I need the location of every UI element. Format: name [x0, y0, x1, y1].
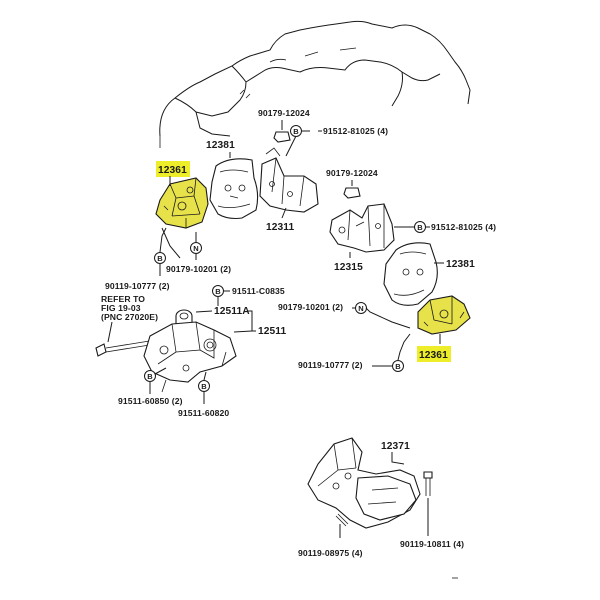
badge-n-90179-10201-a: N — [190, 242, 202, 254]
label-91511-c0835: 91511-C0835 — [232, 286, 285, 296]
label-91512-81025-b: 91512-81025 (4) — [431, 222, 496, 232]
mount-bracket-12381-right — [383, 242, 438, 306]
bracket-12311 — [259, 147, 319, 213]
label-90179-10201-a: 90179-10201 (2) — [166, 264, 231, 274]
label-refer-to-3: (PNC 27020E) — [101, 312, 158, 322]
label-91511-60820: 91511-60820 — [178, 408, 229, 418]
engine-mount-insulator-right — [417, 295, 471, 335]
bolt-90119-10811 — [423, 471, 433, 496]
label-12381-top: 12381 — [206, 140, 235, 151]
label-90119-10777-b: 90119-10777 (2) — [298, 360, 363, 370]
label-12511a: 12511A — [214, 306, 250, 317]
mount-bracket-12381-top — [209, 158, 259, 220]
badge-b-91511-60820: B — [198, 380, 210, 392]
nut-90179-12024-b — [343, 187, 361, 199]
label-refer-to-1: REFER TO — [101, 294, 145, 304]
label-90179-12024-b: 90179-12024 — [326, 168, 378, 178]
badge-b-91511-c0835: B — [212, 285, 224, 297]
badge-b-91511-60850: B — [144, 370, 156, 382]
svg-text:N: N — [193, 244, 198, 253]
svg-text:B: B — [215, 287, 221, 296]
label-90119-08975: 90119-08975 (4) — [298, 548, 363, 558]
label-12361-right: 12361 — [419, 350, 448, 361]
label-90179-10201-b: 90179-10201 (2) — [278, 302, 343, 312]
badge-b-91512-81025-a: B — [290, 125, 302, 137]
label-12311: 12311 — [266, 222, 295, 233]
leader-91512-81025-a — [285, 130, 310, 157]
svg-text:B: B — [395, 362, 401, 371]
engine-mount-insulator-left — [155, 177, 209, 229]
label-90119-10811: 90119-10811 (4) — [400, 539, 464, 549]
label-12361-left: 12361 — [158, 165, 187, 176]
highlight-12361-right-label — [417, 346, 451, 362]
label-91511-60850: 91511-60850 (2) — [118, 396, 183, 406]
svg-text:B: B — [201, 382, 207, 391]
highlight-12361-left-label — [156, 161, 190, 177]
label-90179-12024-a: 90179-12024 — [258, 108, 310, 118]
bolt-90119-08975 — [335, 513, 349, 527]
engine-mount-bracket-12511 — [143, 321, 237, 393]
svg-text:B: B — [147, 372, 153, 381]
badge-b-91512-81025-b: B — [414, 221, 426, 233]
label-12511: 12511 — [258, 326, 287, 337]
svg-text:B: B — [293, 127, 299, 136]
svg-text:B: B — [417, 223, 423, 232]
badge-n-90179-10201-b: N — [355, 302, 367, 314]
bracket-12315 — [329, 203, 395, 253]
label-12371: 12371 — [381, 441, 410, 452]
label-refer-to-2: FIG 19-03 — [101, 303, 141, 313]
label-91512-81025-a: 91512-81025 (4) — [323, 126, 388, 136]
svg-text:B: B — [157, 254, 163, 263]
label-90119-10777-a: 90119-10777 (2) — [105, 281, 170, 291]
label-12315: 12315 — [334, 262, 363, 273]
mount-assembly-12371 — [307, 437, 421, 529]
badge-b-90119-10777-a: B — [154, 252, 166, 264]
nut-90179-12024-a — [273, 131, 291, 143]
svg-text:N: N — [358, 304, 363, 313]
label-12381-right: 12381 — [446, 259, 475, 270]
engine-block-outline — [159, 20, 471, 148]
badge-b-90119-10777-b: B — [392, 360, 404, 372]
